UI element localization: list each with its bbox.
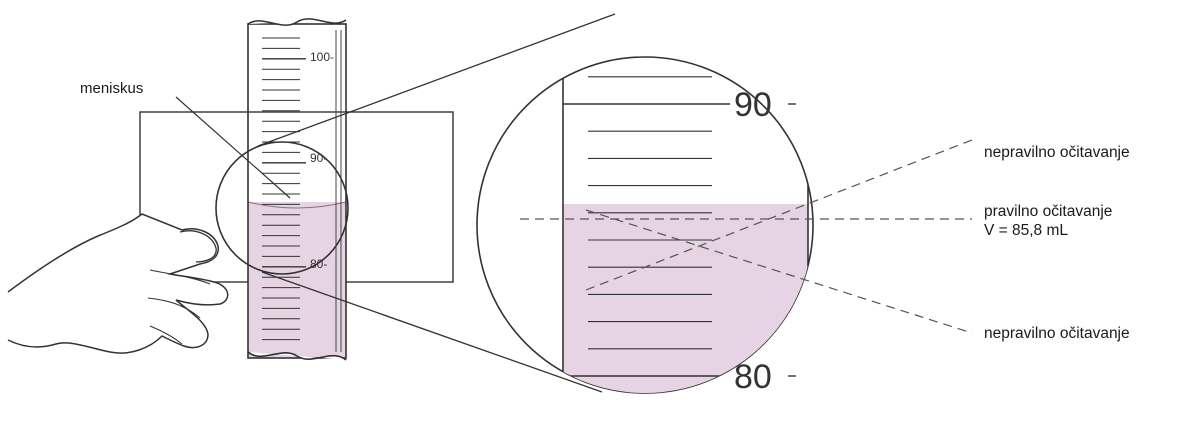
meniscus-label: meniskus: [80, 80, 143, 98]
zoom-tick-label-80: 80: [734, 358, 772, 396]
incorrect-reading-top-label: nepravilno očitavanje: [984, 144, 1130, 163]
volume-value-label: V = 85,8 mL: [984, 222, 1068, 241]
cylinder-tick-label-100: 100-: [310, 50, 334, 64]
hand-drawing: [8, 214, 228, 353]
zoom-tick-label-90: 90: [734, 86, 772, 124]
incorrect-reading-bottom-label: nepravilno očitavanje: [984, 325, 1130, 344]
correct-reading-label: pravilno očitavanje: [984, 203, 1112, 222]
